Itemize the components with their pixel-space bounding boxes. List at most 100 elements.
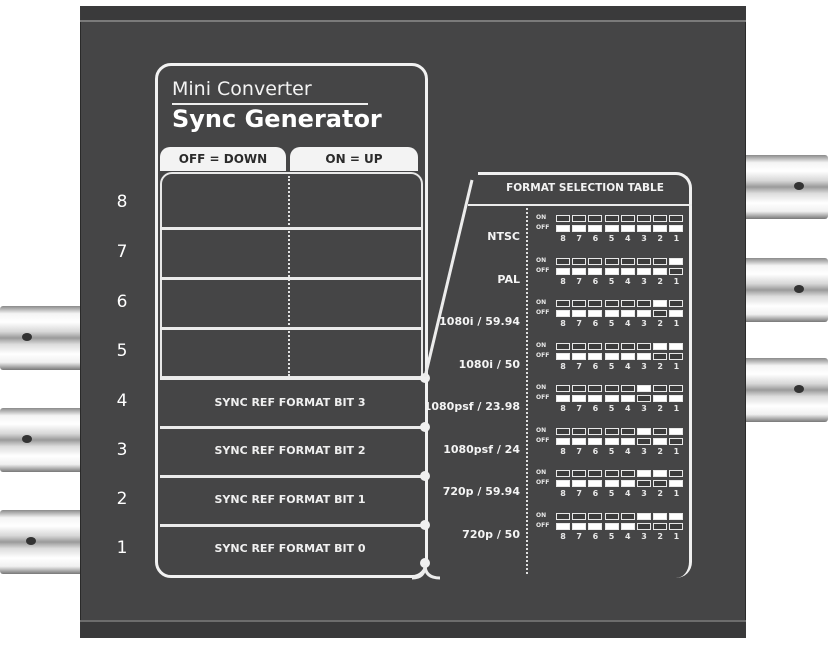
switch-on-cell xyxy=(620,342,635,350)
switch-off-cell xyxy=(588,225,603,232)
bit-number: 4 xyxy=(625,319,631,328)
format-name: 1080i / 50 xyxy=(458,357,520,371)
bnc-connector-right-1[interactable] xyxy=(742,155,828,219)
switch-center-divider xyxy=(288,176,290,376)
switch-off-cell xyxy=(604,522,619,530)
off-label: OFF xyxy=(536,266,550,274)
switch-on-cell xyxy=(653,385,668,392)
switch-off-cell xyxy=(653,437,668,445)
connector-pin-icon xyxy=(794,285,804,293)
bit-number: 3 xyxy=(641,404,647,413)
format-name: 1080psf / 24 xyxy=(443,442,520,456)
bit-number: 6 xyxy=(592,276,599,286)
switch-off-cell xyxy=(653,480,668,487)
switch-on-cell xyxy=(637,342,651,350)
switch-on-cell xyxy=(556,257,570,265)
off-label: OFF xyxy=(536,224,550,231)
switch-on-cell xyxy=(653,512,668,520)
bit-number: 3 xyxy=(641,361,647,371)
bnc-connector-left-1[interactable] xyxy=(0,306,84,370)
switch-on-cell xyxy=(637,300,651,307)
switch-off-cell xyxy=(588,310,603,317)
bnc-connector-left-3[interactable] xyxy=(0,510,84,574)
bit-number: 4 xyxy=(625,531,631,541)
switch-on-cell xyxy=(653,427,668,435)
format-table-divider xyxy=(468,204,692,206)
format-name: 720p / 50 xyxy=(462,527,520,541)
switch-off-cell xyxy=(669,310,684,317)
row-divider xyxy=(160,227,423,230)
switch-number-8: 8 xyxy=(116,192,128,212)
switch-off-cell xyxy=(637,480,651,487)
bnc-connector-right-2[interactable] xyxy=(742,258,828,322)
switch-off-cell xyxy=(572,267,587,275)
bit-number: 1 xyxy=(673,531,680,541)
switch-on-cell xyxy=(572,470,587,477)
switch-on-cell xyxy=(604,257,619,265)
connector-pin-icon xyxy=(26,537,36,545)
switch-off-cell xyxy=(637,437,651,445)
bit-number: 3 xyxy=(641,489,647,498)
switch-on-cell xyxy=(588,427,603,435)
switch-off-cell xyxy=(637,522,651,530)
bit-number: 7 xyxy=(576,446,582,456)
switch-on-cell xyxy=(572,215,587,222)
switch-on-cell xyxy=(556,427,570,435)
switch-on-cell xyxy=(620,300,635,307)
switch-on-cell xyxy=(572,342,587,350)
bit-number: 1 xyxy=(673,234,680,243)
off-label: OFF xyxy=(536,351,550,359)
switch-on-cell xyxy=(588,512,603,520)
bit-number: 1 xyxy=(673,319,680,328)
switch-off-cell xyxy=(669,352,684,360)
switch-on-cell xyxy=(604,215,619,222)
connector-dot xyxy=(420,422,430,432)
brand-divider xyxy=(172,103,368,105)
switch-on-cell xyxy=(669,215,684,222)
switch-off-cell xyxy=(637,395,651,402)
switch-off-cell xyxy=(620,225,635,232)
bit-number: 3 xyxy=(641,531,647,541)
format-table-dotted-divider xyxy=(526,208,528,574)
on-up-tab: ON = UP xyxy=(290,147,418,171)
switch-off-cell xyxy=(653,225,668,232)
off-label: OFF xyxy=(536,479,550,486)
switch-on-cell xyxy=(637,385,651,392)
switch-number-1: 1 xyxy=(116,538,128,558)
switch-on-cell xyxy=(669,470,684,477)
bit-number: 5 xyxy=(608,361,615,371)
connector-pin-icon xyxy=(22,333,32,341)
switch-on-cell xyxy=(669,427,684,435)
off-label: OFF xyxy=(536,394,550,401)
bit-number: 4 xyxy=(625,489,631,498)
switch-on-cell xyxy=(669,512,684,520)
bit-number: 4 xyxy=(625,404,631,413)
on-label: ON xyxy=(536,341,547,349)
panel-bottom-edge xyxy=(80,620,746,638)
switch-off-cell xyxy=(637,310,651,317)
switch-off-cell xyxy=(556,395,570,402)
switch-on-cell xyxy=(653,300,668,307)
bit-number: 2 xyxy=(657,489,663,498)
bit-number: 5 xyxy=(608,276,615,286)
format-selection-table xyxy=(478,172,692,578)
switch-on-cell xyxy=(620,215,635,222)
switch-on-cell xyxy=(588,385,603,392)
switch-number-7: 7 xyxy=(116,242,128,262)
bit-number: 7 xyxy=(576,531,582,541)
switch-off-cell xyxy=(620,310,635,317)
switch-on-cell xyxy=(572,257,587,265)
switch-on-cell xyxy=(653,257,668,265)
switch-on-cell xyxy=(588,300,603,307)
switch-label-bit3: SYNC REF FORMAT BIT 3 xyxy=(214,396,366,409)
switch-number-5: 5 xyxy=(116,341,128,361)
switch-off-cell xyxy=(556,225,570,232)
on-label: ON xyxy=(536,214,547,221)
bnc-connector-right-3[interactable] xyxy=(742,358,828,422)
brand-name: Mini Converter xyxy=(172,78,312,100)
bit-number: 5 xyxy=(608,234,615,243)
bnc-connector-left-2[interactable] xyxy=(0,408,84,472)
product-name: Sync Generator xyxy=(172,105,382,133)
connector-pin-icon xyxy=(794,182,804,190)
